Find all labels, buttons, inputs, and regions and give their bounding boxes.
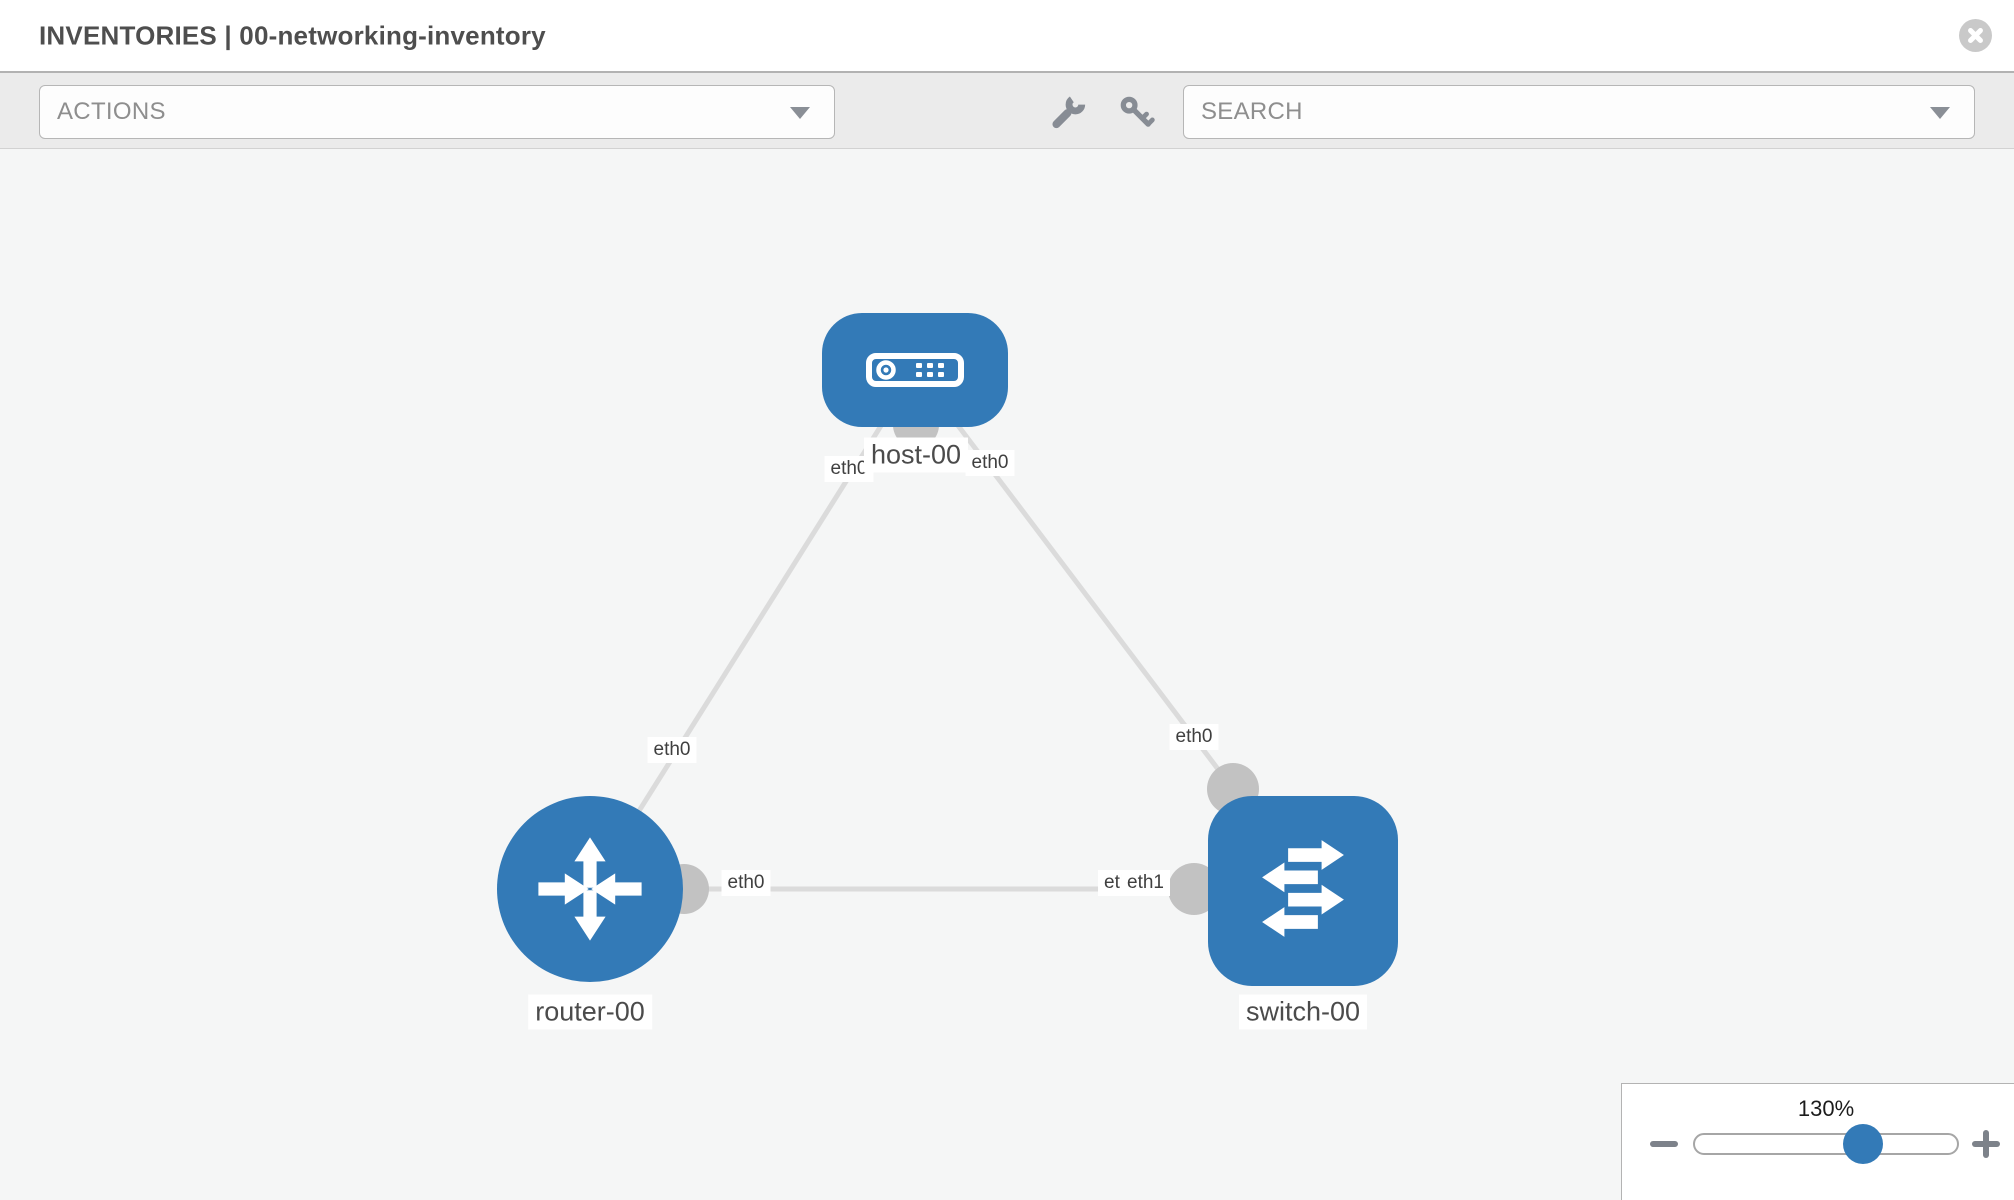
- node-router-00[interactable]: [497, 796, 683, 982]
- search-placeholder: SEARCH: [1201, 98, 1303, 125]
- page-title: INVENTORIES | 00-networking-inventory: [39, 20, 546, 50]
- header: INVENTORIES | 00-networking-inventory: [0, 0, 2014, 71]
- chevron-down-icon: [790, 107, 810, 119]
- interface-label-overlap-group: eth0 eth1: [1098, 870, 1170, 896]
- zoom-slider-track[interactable]: [1693, 1133, 1959, 1155]
- minus-icon: [1650, 1141, 1678, 1147]
- interface-label: eth0: [647, 737, 697, 763]
- server-icon: [866, 353, 964, 387]
- zoom-in-button[interactable]: [1970, 1128, 2002, 1160]
- node-label-host-00: host-00: [863, 437, 969, 473]
- topology-canvas[interactable]: eth0 eth0 eth0 eth0 eth0 eth0 eth1 host-…: [0, 149, 2014, 1200]
- link-host-switch[interactable]: [914, 368, 1235, 791]
- exchange-arrows-icon: [1262, 840, 1344, 937]
- node-host-00[interactable]: [822, 313, 1008, 427]
- node-switch-00[interactable]: [1208, 796, 1398, 986]
- zoom-control-panel: 130%: [1621, 1083, 2014, 1200]
- wrench-button[interactable]: [1048, 92, 1088, 132]
- links-layer: [587, 368, 1235, 892]
- zoom-out-button[interactable]: [1648, 1128, 1680, 1160]
- close-icon[interactable]: [1959, 19, 1992, 52]
- zoom-slider-thumb[interactable]: [1843, 1124, 1883, 1164]
- wrench-icon: [1052, 94, 1086, 129]
- interface-label: eth0: [1169, 724, 1219, 750]
- zoom-level-value: 130%: [1797, 1096, 1855, 1121]
- key-button[interactable]: [1116, 92, 1156, 132]
- interface-label: eth0: [965, 450, 1015, 476]
- chevron-down-icon: [1930, 107, 1950, 119]
- interface-label: eth0: [721, 870, 771, 896]
- search-dropdown[interactable]: SEARCH: [1183, 85, 1975, 139]
- node-label-router-00: router-00: [528, 994, 652, 1030]
- toolbar: ACTIONS SEARCH: [0, 71, 2014, 149]
- key-icon: [1120, 96, 1155, 127]
- node-label-switch-00: switch-00: [1238, 994, 1368, 1030]
- route-arrows-icon: [538, 837, 642, 941]
- actions-dropdown-label: ACTIONS: [57, 98, 166, 125]
- interface-label: eth1: [1121, 870, 1170, 896]
- actions-dropdown[interactable]: ACTIONS: [39, 85, 835, 139]
- plus-icon: [1983, 1130, 1989, 1158]
